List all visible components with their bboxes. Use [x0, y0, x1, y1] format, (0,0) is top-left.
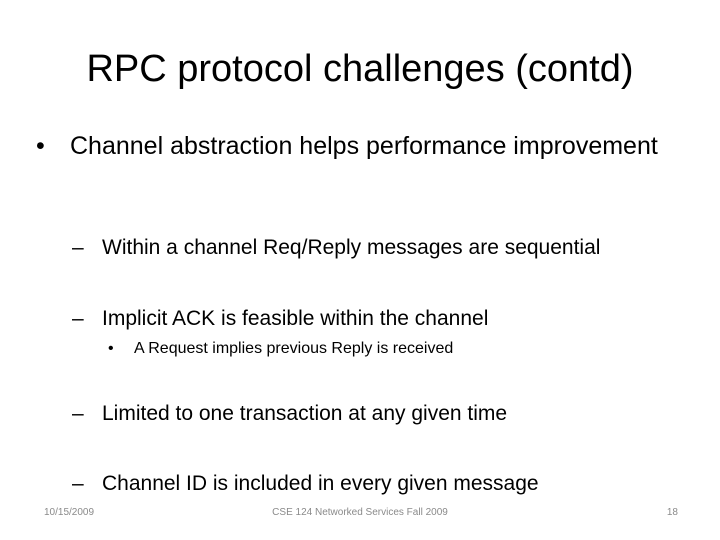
main-bullet-point: • Channel abstraction helps performance …	[36, 130, 676, 162]
sub-point-3: –Limited to one transaction at any given…	[72, 400, 507, 428]
sub-sub-point: • A Request implies previous Reply is rec…	[108, 338, 453, 360]
dash-icon: –	[72, 307, 84, 330]
dash-icon: –	[72, 402, 84, 425]
sub-point-2: –Implicit ACK is feasible within the cha…	[72, 305, 488, 333]
slide-title: RPC protocol challenges (contd)	[86, 48, 634, 90]
page-number: 18	[666, 507, 678, 518]
bullet-icon: •	[36, 132, 45, 160]
sub-point-1: –Within a channel Req/Reply messages are…	[72, 234, 600, 262]
sub-point-3-text: Limited to one transaction at any given …	[102, 402, 508, 425]
sub-point-2-text: Implicit ACK is feasible within the chan…	[102, 307, 489, 330]
bullet-icon: •	[108, 340, 114, 357]
sub-point-4: –Channel ID is included in every given m…	[72, 470, 539, 498]
main-bullet-text: Channel abstraction helps performance im…	[70, 132, 658, 160]
sub-point-4-text: Channel ID is included in every given me…	[102, 472, 539, 495]
dash-icon: –	[72, 472, 84, 495]
footer-course: CSE 124 Networked Services Fall 2009	[272, 507, 448, 518]
dash-icon: –	[72, 236, 84, 259]
footer-date: 10/15/2009	[44, 507, 95, 518]
sub-point-1-text: Within a channel Req/Reply messages are …	[102, 236, 601, 259]
sub-sub-point-text: A Request implies previous Reply is rece…	[134, 340, 454, 357]
